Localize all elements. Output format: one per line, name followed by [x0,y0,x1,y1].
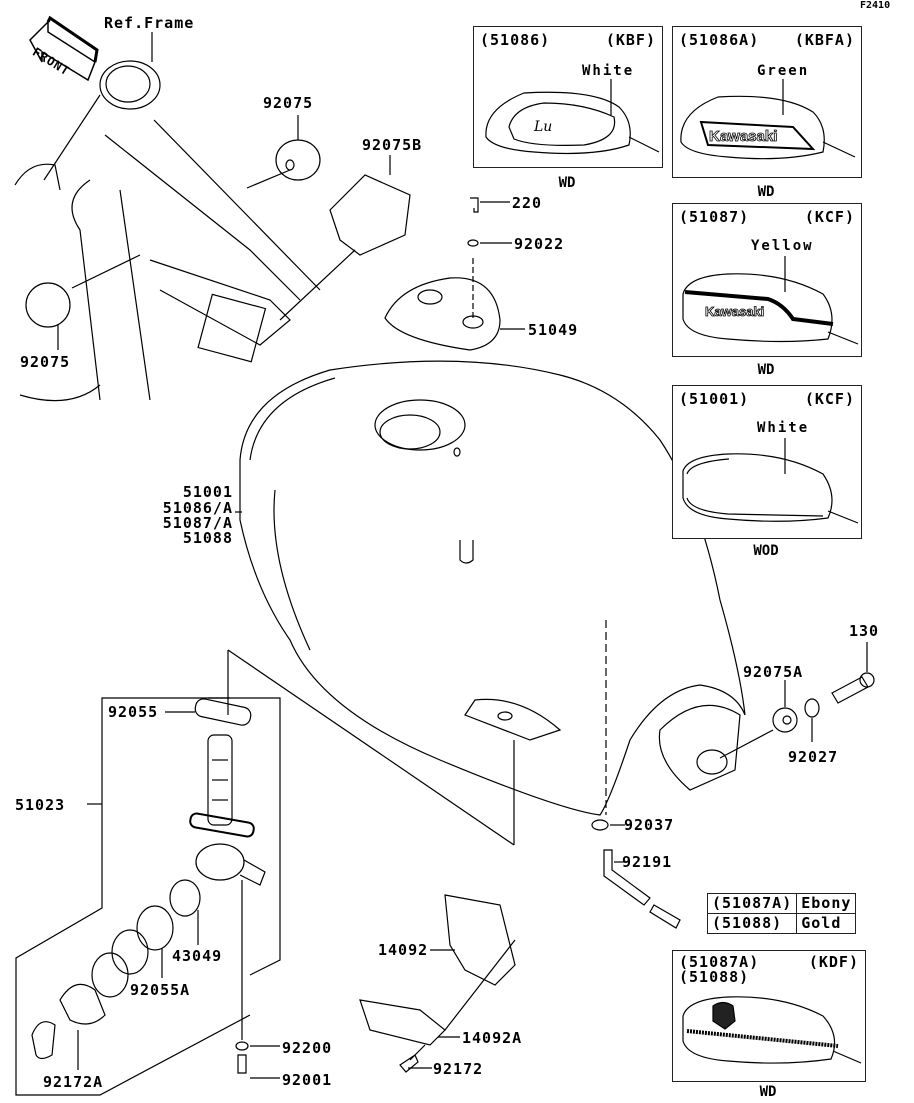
screw-220 [470,197,479,213]
label-92172a[interactable]: 92172A [43,1073,104,1091]
variant-color-code: (KCF) [804,390,855,408]
tank-variant-icon: Kawasaki [680,79,856,160]
variant-color-code: (KCF) [804,208,855,226]
fuel-filter [207,734,233,826]
label-220[interactable]: 220 [512,194,543,212]
front-arrow-icon [29,15,99,82]
label-14092[interactable]: 14092 [378,941,429,959]
variant-box-51001[interactable]: (51001) (KCF) White [672,385,862,539]
variant-box-51086a[interactable]: (51086A) (KBFA) Green Kawasaki [672,26,862,178]
variant-part-number: (51086) [480,31,551,49]
label-92022[interactable]: 92022 [514,235,565,253]
grommet-92075-top [275,139,321,181]
label-92027[interactable]: 92027 [788,748,839,766]
variant-color-code: (KDF) [808,953,859,971]
bolt-130 [831,676,869,704]
tank-variant-icon [682,996,862,1064]
label-tank-51086a[interactable]: 51086/A [162,499,233,517]
color-legend-table: (51087A) Ebony (51088) Gold [706,893,857,934]
tank-variant-icon: Lu [485,79,660,155]
variant-color-name: Yellow [751,238,814,254]
cap-51049 [384,277,501,351]
legend-color: Gold [796,913,857,934]
label-92001[interactable]: 92001 [282,1071,333,1089]
grommet-92075-left [25,282,71,328]
legend-color: Ebony [796,893,857,914]
svg-text:Kawasaki: Kawasaki [705,304,764,319]
label-92172[interactable]: 92172 [433,1060,484,1078]
variant-color-code: (KBF) [605,31,656,49]
washer-92200 [235,1041,249,1051]
variant-box-51087[interactable]: (51087) (KCF) Yellow Kawasaki [672,203,862,357]
screw-92172 [399,1054,419,1073]
fuel-tank-drawing [239,360,746,816]
label-92191[interactable]: 92191 [622,853,673,871]
variant-box-51086[interactable]: (51086) (KBF) White Lu [473,26,663,168]
label-92075-left[interactable]: 92075 [20,353,71,371]
variant-part-number-1: (51087A) [679,953,760,971]
variant-part-number: (51086A) [679,31,760,49]
legend-part: (51087A) [706,893,798,914]
label-tank-51001[interactable]: 51001 [182,483,233,501]
variant-part-number: (51087) [679,208,750,226]
fuel-tap-body [195,843,245,881]
fuel-tap-lever [31,1021,56,1060]
variant-color-code: (KBFA) [794,31,855,49]
label-92075-top[interactable]: 92075 [263,94,314,112]
label-92075a[interactable]: 92075A [743,663,804,681]
variant-color-name: Green [757,63,810,79]
variant-part-number: (51001) [679,390,750,408]
label-92037[interactable]: 92037 [624,816,675,834]
seal-43049 [169,879,201,917]
variant-caption: WOD [753,543,779,559]
grommet-92075a [772,707,798,733]
label-43049[interactable]: 43049 [172,947,223,965]
legend-part: (51088) [706,913,798,934]
label-51049[interactable]: 51049 [528,321,579,339]
variant-color-name: White [757,420,810,436]
collar-92027 [804,698,820,718]
svg-text:Lu: Lu [533,119,552,135]
tank-variant-icon [682,438,859,524]
label-92055a[interactable]: 92055A [130,981,191,999]
variant-caption: WD [558,175,576,191]
label-92075b[interactable]: 92075B [362,136,423,154]
label-tank-51087a[interactable]: 51087/A [162,514,233,532]
bracket-14092a [359,999,446,1046]
washer-92022 [467,239,479,247]
figure-code: F2410 [860,0,891,11]
label-ref-frame[interactable]: Ref.Frame [104,14,195,32]
variant-caption: WD [757,184,775,200]
variant-color-name: White [582,63,635,79]
label-51023[interactable]: 51023 [15,796,66,814]
hose-92191 [603,849,651,906]
bolt-92001 [237,1054,247,1074]
frame-drawing [14,60,321,402]
cover-14092 [444,894,516,986]
svg-text:Kawasaki: Kawasaki [709,128,777,145]
label-92200[interactable]: 92200 [282,1039,333,1057]
label-14092a[interactable]: 14092A [462,1029,523,1047]
variant-box-51087a-51088[interactable]: (51087A) (51088) (KDF) [672,950,866,1082]
bracket-92075b [329,174,411,256]
gasket-92055 [194,698,252,726]
label-92055[interactable]: 92055 [108,703,159,721]
variant-caption: WD [759,1084,777,1100]
label-tank-51088[interactable]: 51088 [182,529,233,547]
o-ring-92055a [136,905,174,951]
tank-variant-icon: Kawasaki [682,256,859,345]
variant-caption: WD [757,362,775,378]
table-row: (51088) Gold [706,913,857,934]
fuel-tap-bracket-line [208,697,281,976]
table-row: (51087A) Ebony [706,893,857,914]
cover-plate [59,983,106,1025]
clip-92037 [591,819,609,831]
variant-part-number-2: (51088) [679,968,750,986]
label-130[interactable]: 130 [849,622,880,640]
